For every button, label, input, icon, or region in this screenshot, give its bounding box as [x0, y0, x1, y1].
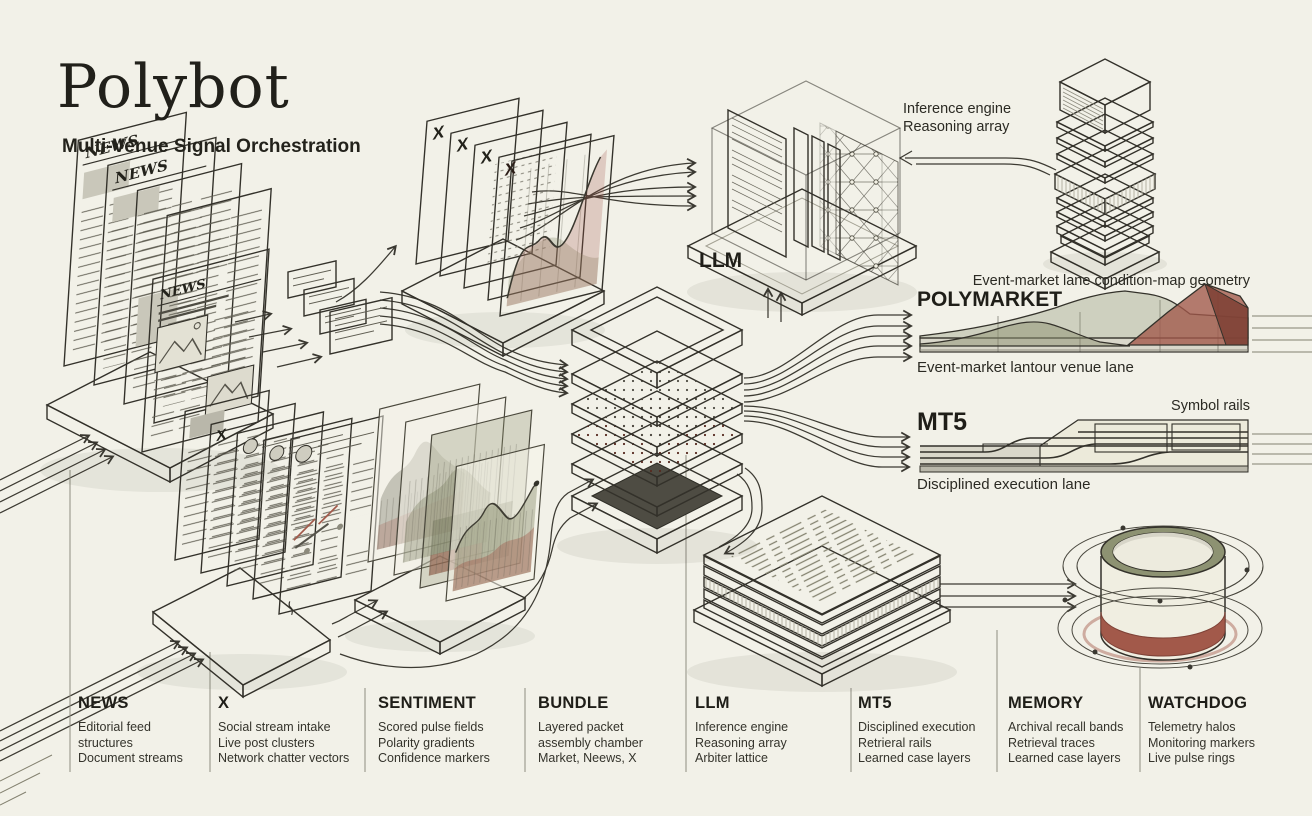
legend-line: Live pulse rings	[1148, 751, 1235, 765]
x-panel-rack: X X X X	[400, 97, 615, 358]
llm-annotation-line2: Reasoning array	[903, 119, 1010, 135]
legend-column-news: NEWS Editorial feed structures Document …	[78, 694, 183, 767]
polymarket-lane	[919, 282, 1249, 353]
legend-line: Market, Neews, X	[538, 751, 637, 765]
news-front-sheet: NEWS	[141, 248, 270, 453]
memory-top-sheet-text	[728, 508, 916, 602]
legend-line: Retrieval traces	[1008, 735, 1095, 750]
legend-line: Scored pulse fields	[378, 720, 484, 734]
legend-column-x: X Social stream intake Live post cluster…	[218, 694, 349, 767]
legend-line: Document streams	[78, 751, 183, 765]
legend-line: Retrieral rails	[858, 735, 932, 750]
sentiment-rack	[345, 383, 546, 656]
mt5-caption: Disciplined execution lane	[917, 476, 1091, 493]
legend-line: Layered packet	[538, 720, 624, 734]
x-mark: X	[432, 121, 445, 144]
legend-column-watchdog: WATCHDOG Telemetry halos Monitoring mark…	[1148, 694, 1255, 767]
news-rack: NEWS NEWS NEWS	[40, 111, 280, 492]
watchdog-rings	[1057, 525, 1264, 670]
polymarket-label: POLYMARKET	[917, 288, 1063, 311]
legend-line: Archival recall bands	[1008, 720, 1124, 734]
x-chart-panel	[499, 134, 615, 317]
polymarket-annotation: Event-market lane condition-map geometry	[972, 273, 1250, 289]
llm-label: LLM	[699, 249, 743, 272]
x-mark: X	[216, 426, 228, 446]
mt5-annotation: Symbol rails	[1171, 398, 1250, 414]
legend-title-x: X	[218, 694, 230, 712]
llm-cube-frame	[710, 80, 902, 281]
legend-line: Polarity gradients	[378, 735, 475, 750]
page-title: Polybot	[57, 52, 290, 122]
llm-annotation-line1: Inference engine	[903, 101, 1012, 117]
legend-line: Reasoning array	[695, 735, 787, 750]
legend-column-mt5: MT5 Disciplined execution Retrieral rail…	[858, 694, 975, 767]
polymarket-terrain-front	[919, 321, 1131, 347]
mt5-label: MT5	[917, 408, 967, 436]
legend-line: Editorial feed	[78, 720, 151, 734]
legend-column-llm: LLM Inference engine Reasoning array Arb…	[695, 694, 788, 767]
token-cards	[287, 260, 393, 355]
flow-lines	[0, 150, 1312, 806]
legend-line: Learned case layers	[858, 751, 971, 765]
legend-line: Network chatter vectors	[218, 751, 350, 765]
legend-title-sentiment: SENTIMENT	[378, 694, 477, 712]
inference-layer-stack	[1043, 58, 1167, 291]
reasoning-lattice	[819, 122, 899, 286]
legend-line: Social stream intake	[218, 720, 331, 734]
legend-title-llm: LLM	[695, 694, 730, 712]
legend-title-watchdog: WATCHDOG	[1148, 694, 1248, 712]
tower-cube	[1058, 58, 1152, 135]
mt5-lane	[919, 419, 1249, 473]
legend-line: Disciplined execution	[858, 720, 976, 734]
watchdog-cylinder	[1100, 526, 1226, 661]
legend-column-bundle: BUNDLE Layered packet assembly chamber M…	[538, 694, 643, 767]
legend-title-mt5: MT5	[858, 694, 892, 712]
document-slab	[727, 108, 787, 259]
bundle-stack	[557, 286, 757, 564]
legend-line: Learned case layers	[1008, 751, 1121, 765]
sentiment-chart-panel	[445, 443, 546, 602]
legend-column-memory: MEMORY Archival recall bands Retrieval t…	[1008, 694, 1123, 767]
legend-column-sentiment: SENTIMENT Scored pulse fields Polarity g…	[378, 694, 490, 767]
legend-line: Live post clusters	[218, 735, 315, 750]
x-panel: X	[463, 121, 568, 289]
legend-line: Confidence markers	[378, 751, 490, 765]
legend-title-news: NEWS	[78, 694, 129, 712]
x-doc-rack: X	[137, 389, 384, 699]
legend-title-bundle: BUNDLE	[538, 694, 609, 712]
legend-title-memory: MEMORY	[1008, 694, 1084, 712]
legend-line: Monitoring markers	[1148, 735, 1255, 750]
doc-front-sheet	[278, 415, 384, 615]
memory-stack	[687, 495, 957, 692]
legend-line: structures	[78, 735, 133, 750]
legend-line: Telemetry halos	[1148, 720, 1236, 734]
legend-line: Arbiter lattice	[695, 751, 768, 765]
page-subtitle: Multi-Venue Signal Orchestration	[62, 136, 361, 157]
x-mark: X	[480, 145, 493, 168]
watchdog-markers	[1062, 525, 1250, 670]
legend-line: Inference engine	[695, 720, 789, 734]
legend-line: assembly chamber	[538, 735, 643, 750]
polymarket-caption: Event-market lantour venue lane	[917, 359, 1134, 376]
x-mark: X	[456, 133, 469, 156]
llm-block	[686, 80, 918, 317]
